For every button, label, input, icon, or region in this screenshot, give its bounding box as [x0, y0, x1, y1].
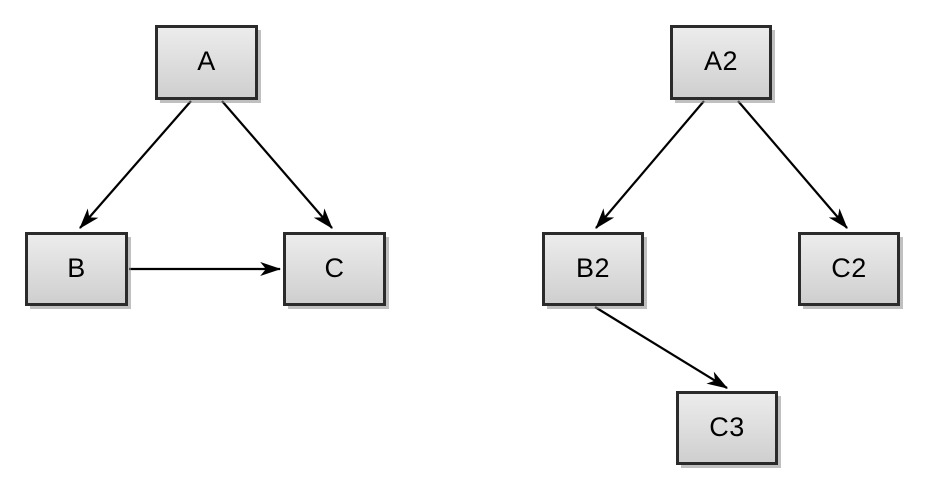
- node-b2[interactable]: B2: [542, 232, 644, 306]
- edge-a-to-c: [221, 100, 333, 229]
- edge-a-to-b: [79, 100, 192, 229]
- node-a[interactable]: A: [155, 25, 258, 100]
- node-b[interactable]: B: [25, 232, 128, 306]
- node-b-label: B: [67, 252, 86, 283]
- node-c[interactable]: C: [283, 232, 386, 306]
- node-c3-label: C3: [709, 411, 745, 442]
- node-b2-label: B2: [575, 252, 611, 283]
- node-c-label: C: [324, 252, 345, 283]
- node-c3[interactable]: C3: [676, 391, 778, 465]
- edge-a2-to-b2: [595, 100, 705, 229]
- edge-b2-to-c3: [594, 306, 728, 389]
- node-a-label: A: [197, 46, 216, 76]
- node-a2-label: A2: [703, 46, 739, 76]
- node-a2[interactable]: A2: [670, 25, 772, 100]
- node-c2-label: C2: [831, 252, 867, 283]
- node-c2[interactable]: C2: [798, 232, 900, 306]
- edge-a2-to-c2: [737, 100, 848, 229]
